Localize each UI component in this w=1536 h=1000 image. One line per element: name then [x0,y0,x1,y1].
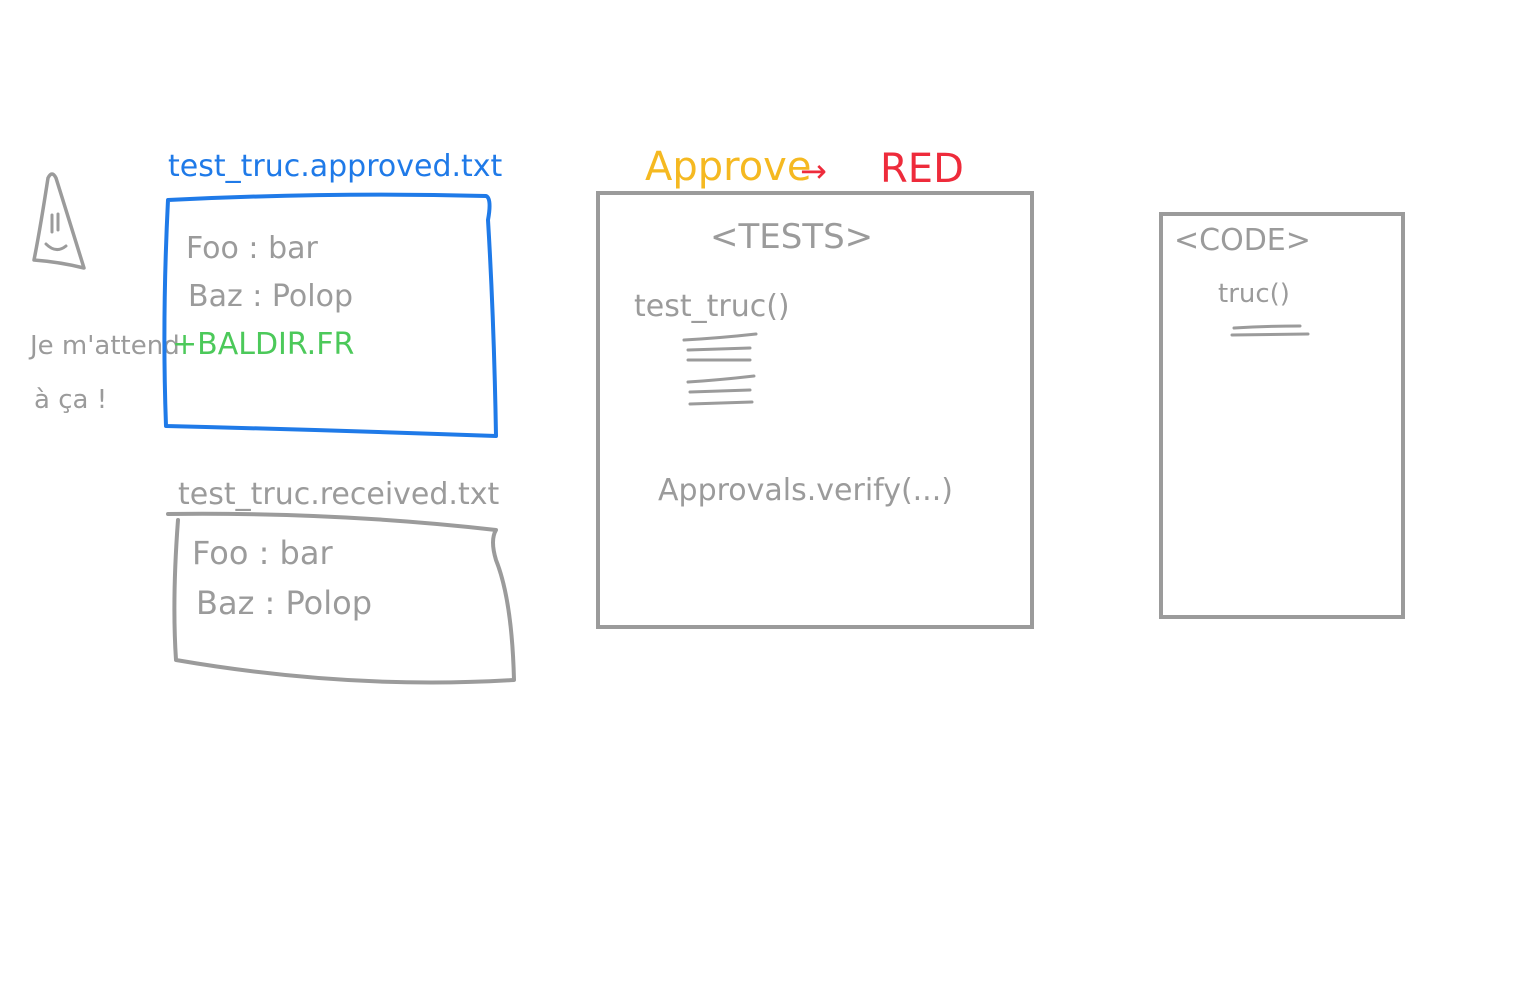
arrow-icon: → [800,152,827,190]
test-body-lines [682,332,758,406]
code-body-lines [1230,324,1310,337]
speech-line-2: à ça ! [34,385,107,415]
approved-line-2: Baz : Polop [188,279,353,314]
character-figure [32,172,86,270]
test-function-name: test_truc() [634,289,790,324]
tests-panel-title: <TESTS> [710,217,873,257]
code-panel [1159,212,1405,619]
received-filename: test_truc.received.txt [178,477,499,512]
received-file-box [166,511,516,685]
received-line-2: Baz : Polop [196,584,372,622]
code-panel-title: <CODE> [1174,223,1311,258]
approved-line-1: Foo : bar [186,231,319,266]
received-line-1: Foo : bar [192,534,333,572]
approve-label: Approve [645,144,811,190]
approved-added-line: +BALDIR.FR [172,327,354,362]
speech-line-1: Je m'attend [28,331,180,361]
approved-file-box [162,192,498,438]
code-function-name: truc() [1218,279,1290,309]
red-status-label: RED [880,146,964,192]
approved-filename: test_truc.approved.txt [168,149,503,184]
tests-panel [596,191,1034,629]
approvals-verify-call: Approvals.verify(...) [658,473,953,508]
